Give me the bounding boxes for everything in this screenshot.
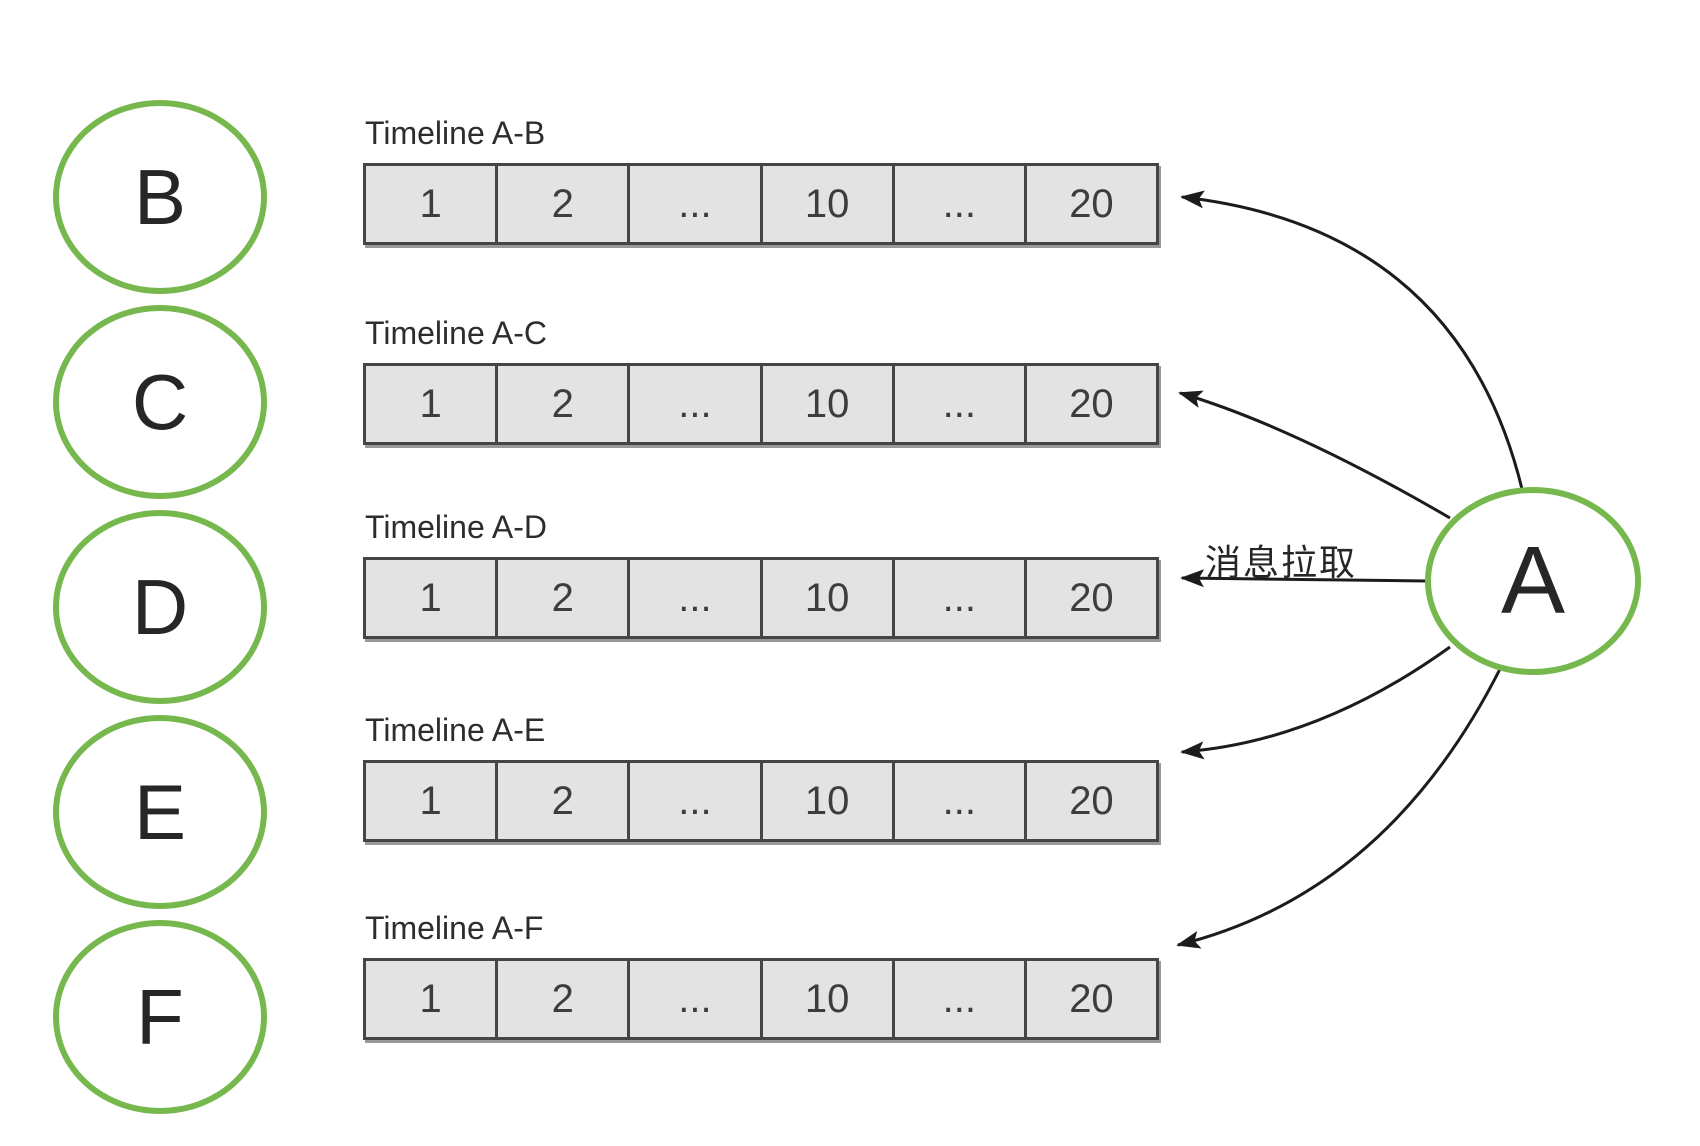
node-d: D <box>53 510 267 704</box>
timeline-ae-row: 1 2 ... 10 ... 20 <box>363 760 1159 842</box>
timeline-ac-cell: 1 <box>366 366 499 442</box>
timeline-af-cell: ... <box>894 961 1027 1037</box>
timeline-ab-cell: 1 <box>366 166 499 242</box>
node-c-label: C <box>131 357 189 446</box>
timeline-ad-cell: 2 <box>498 560 631 636</box>
timeline-ad-cell: 1 <box>366 560 499 636</box>
timeline-ae-cell: 2 <box>498 763 631 839</box>
timeline-ac-row: 1 2 ... 10 ... 20 <box>363 363 1159 445</box>
timeline-af-cell: 10 <box>762 961 895 1037</box>
node-a-label: A <box>1500 527 1566 634</box>
pull-arrow-timeline-af <box>1176 668 1502 949</box>
node-c: C <box>53 305 267 499</box>
timeline-ad-cell: ... <box>630 560 763 636</box>
timeline-ab-cell: ... <box>630 166 763 242</box>
timeline-af-cell: ... <box>630 961 763 1037</box>
timeline-ae-label: Timeline A-E <box>365 712 546 748</box>
timeline-ac-cell: ... <box>630 366 763 442</box>
pull-arrow-timeline-ab <box>1180 190 1524 490</box>
node-f-label: F <box>136 972 184 1061</box>
timeline-af-cell: 1 <box>366 961 499 1037</box>
timeline-ac-label: Timeline A-C <box>365 315 547 351</box>
timeline-ae-cell: ... <box>894 763 1027 839</box>
node-b-label: B <box>133 152 187 241</box>
node-e: E <box>53 715 267 909</box>
timeline-ae-cell: 20 <box>1026 763 1157 839</box>
timeline-ae-cell: ... <box>630 763 763 839</box>
timeline-ad-cell: 10 <box>762 560 895 636</box>
timeline-ac-cell: 20 <box>1026 366 1157 442</box>
node-a: A <box>1425 487 1641 675</box>
timeline-ab-cell: 10 <box>762 166 895 242</box>
pull-arrow-label: 消息拉取 <box>1205 542 1358 583</box>
timeline-ac-cell: 10 <box>762 366 895 442</box>
timeline-ad-label: Timeline A-D <box>365 509 547 545</box>
pull-arrow-timeline-ac <box>1178 390 1451 520</box>
timeline-af-label: Timeline A-F <box>365 910 544 946</box>
timeline-ae-cell: 10 <box>762 763 895 839</box>
timeline-ad-row: 1 2 ... 10 ... 20 <box>363 557 1159 639</box>
pull-arrow-timeline-ae <box>1180 645 1451 760</box>
timeline-ab-row: 1 2 ... 10 ... 20 <box>363 163 1159 245</box>
node-e-label: E <box>133 767 187 856</box>
timeline-ab-label: Timeline A-B <box>365 115 546 151</box>
timeline-af-cell: 20 <box>1026 961 1157 1037</box>
timeline-ab-cell: 20 <box>1026 166 1157 242</box>
timeline-ab-cell: 2 <box>498 166 631 242</box>
timeline-ab-cell: ... <box>894 166 1027 242</box>
timeline-ac-cell: 2 <box>498 366 631 442</box>
node-f: F <box>53 920 267 1114</box>
timeline-ad-cell: ... <box>894 560 1027 636</box>
timeline-ac-cell: ... <box>894 366 1027 442</box>
timeline-ae-cell: 1 <box>366 763 499 839</box>
timeline-ad-cell: 20 <box>1026 560 1157 636</box>
node-b: B <box>53 100 267 294</box>
timeline-af-cell: 2 <box>498 961 631 1037</box>
timeline-af-row: 1 2 ... 10 ... 20 <box>363 958 1159 1040</box>
node-d-label: D <box>131 562 189 651</box>
